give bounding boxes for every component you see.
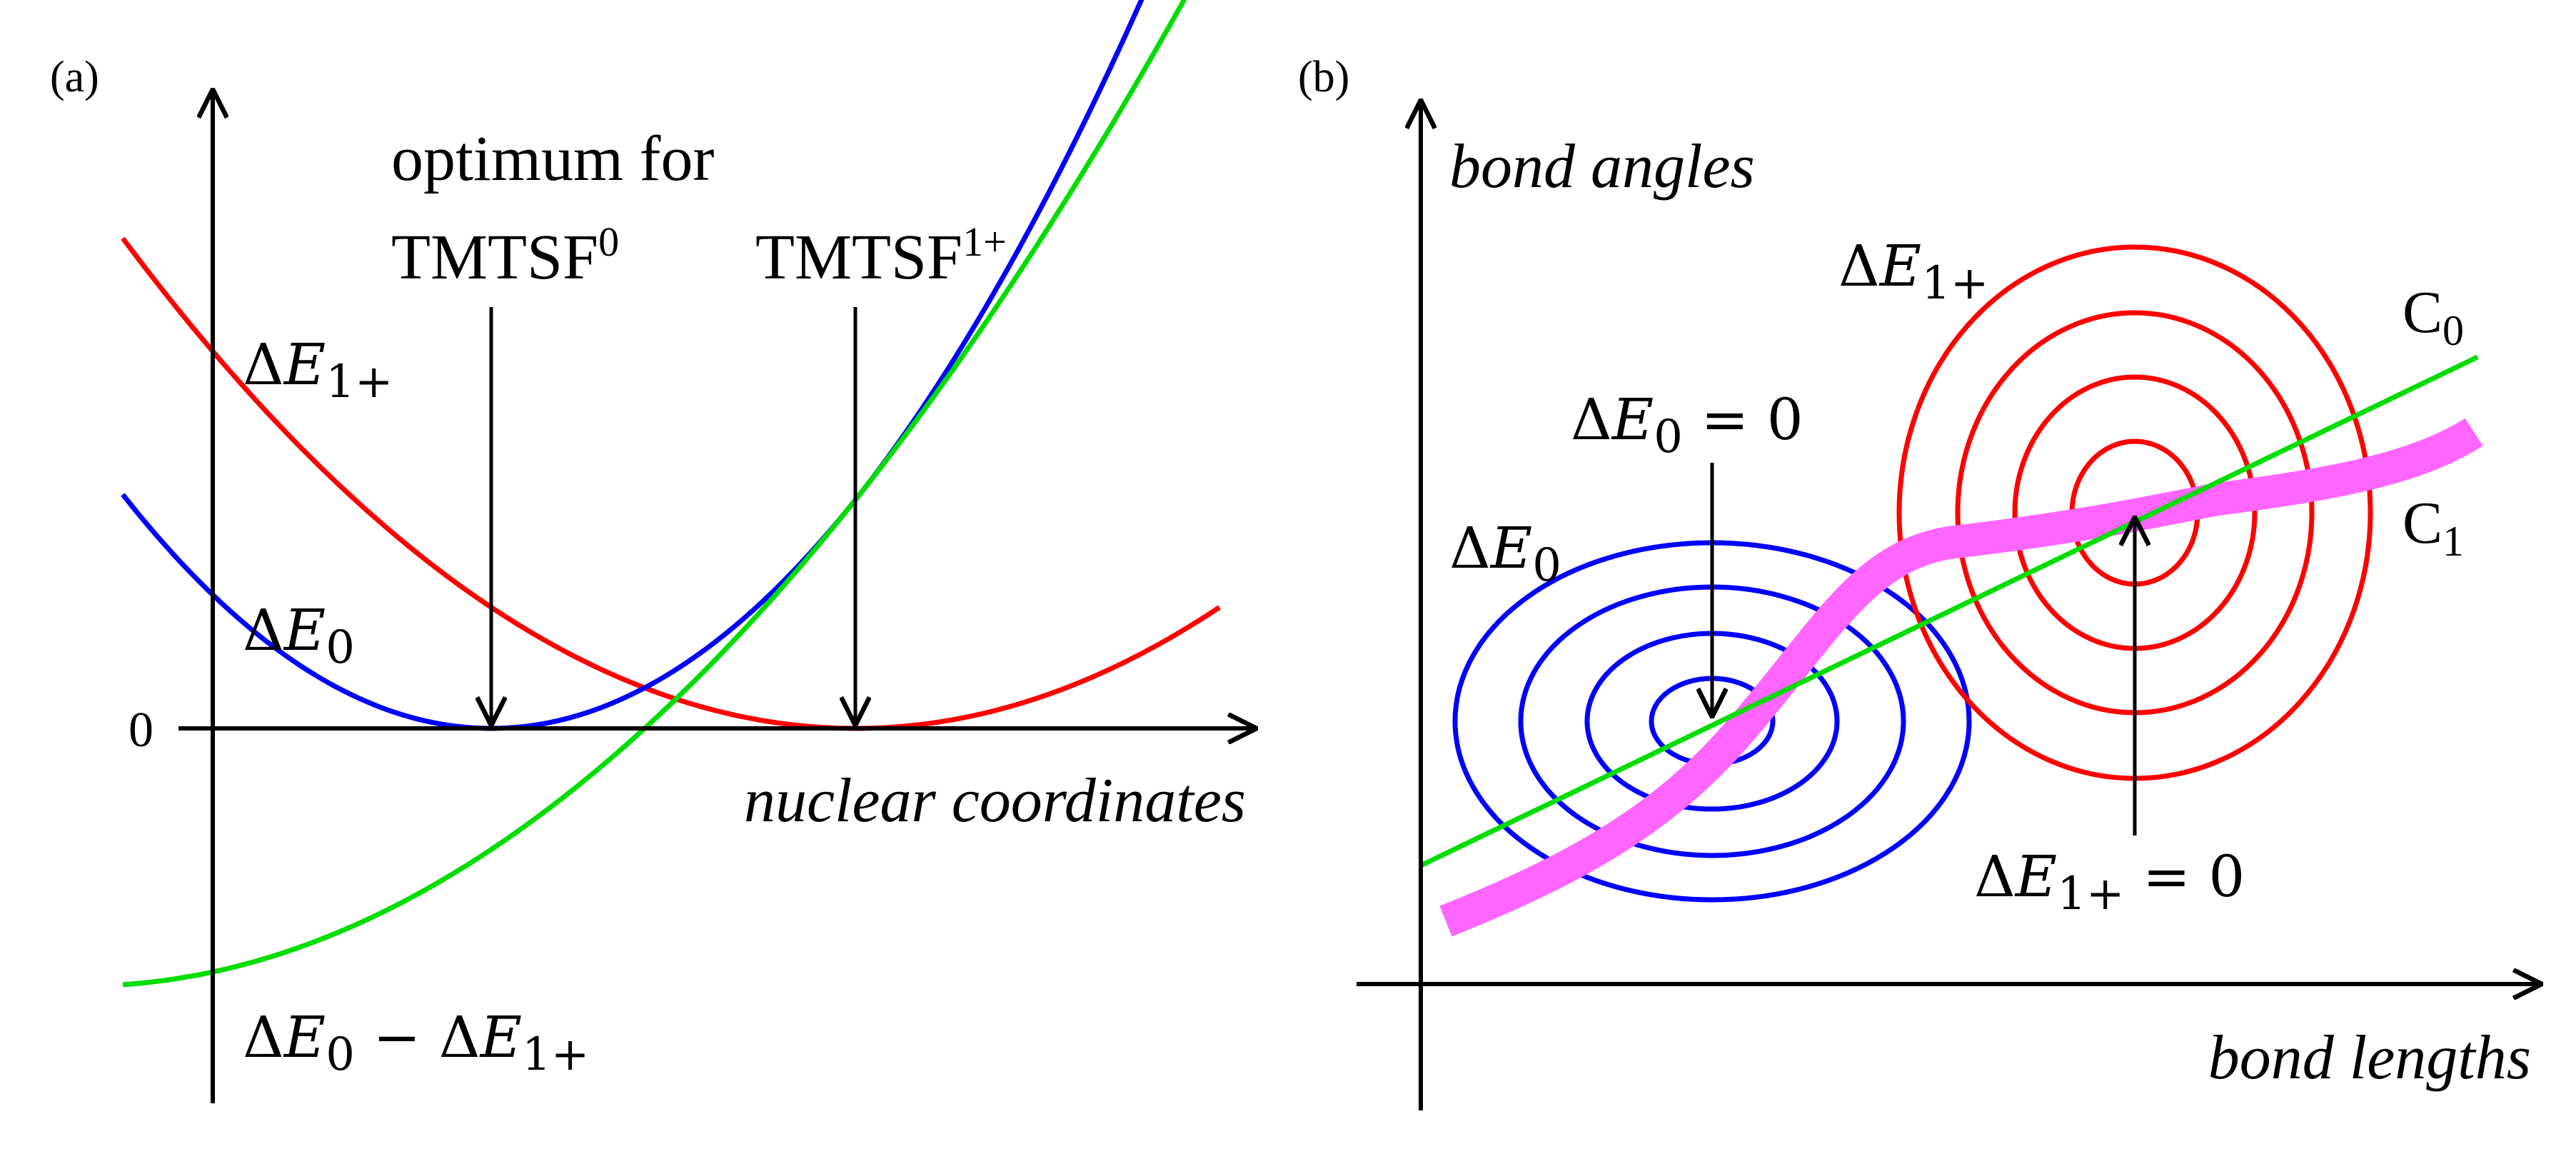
label-delta-e1: ΔE1+ [243,331,393,408]
label-c0: C0 [2403,279,2464,354]
curve-c1 [1439,418,2483,937]
panel-a-label: (a) [50,53,99,101]
panel-b: (b) bond angles bond lengths ΔE1+ ΔE0 ΔE… [1298,53,2542,1110]
tmtsf0-label: TMTSF0 [391,219,619,293]
line-c0 [1419,354,2479,868]
curve-delta-e0-minus-e1 [122,0,1187,988]
panel-b-y-axis-label: bond angles [1449,132,1755,201]
panel-a: (a) 0 nuclear coordinates optimum for TM… [50,0,1257,1103]
label-b-delta-e1: ΔE1+ [1838,233,1989,310]
curve-delta-e0 [121,0,1144,731]
panel-a-zero-tick: 0 [129,703,154,758]
panel-b-label: (b) [1298,53,1349,101]
label-b-delta-e0: ΔE0 [1449,515,1561,592]
tmtsf1-label: TMTSF1+ [755,219,1007,293]
label-delta-e0: ΔE0 [243,597,355,674]
label-e0-equals-zero: ΔE0 = 0 [1571,386,1803,463]
panel-b-x-axis-label: bond lengths [2208,1023,2531,1093]
label-c1: C1 [2403,490,2464,565]
optimum-label: optimum for [391,124,714,194]
curve-delta-e1 [121,236,1221,731]
label-e1-equals-zero: ΔE1+ = 0 [1974,843,2245,920]
panel-a-x-axis-label: nuclear coordinates [744,766,1246,836]
label-delta-e0-minus-e1: ΔE0 − ΔE1+ [243,1004,589,1081]
